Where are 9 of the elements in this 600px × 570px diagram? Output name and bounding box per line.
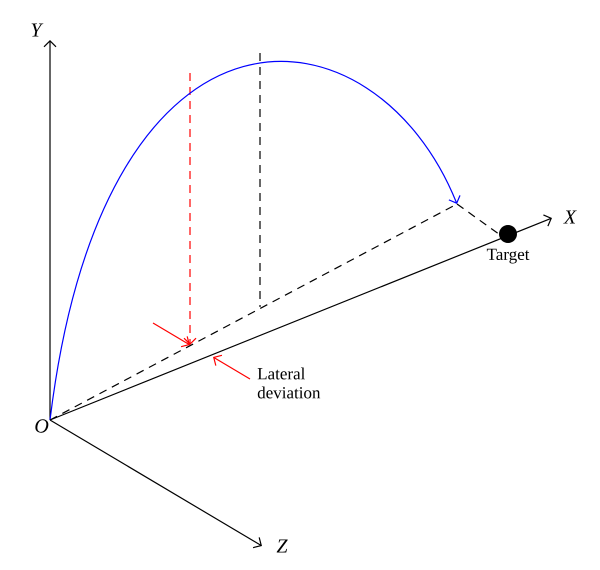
target-label: Target — [486, 248, 530, 264]
axis-label: Z — [276, 539, 288, 553]
dashed-line — [456, 204, 500, 234]
axis-label: X — [563, 210, 577, 224]
annotation-text: Lateral deviation — [258, 368, 320, 398]
trajectory-curve — [49, 61, 461, 420]
origin-label: O — [35, 419, 48, 433]
target-dot — [499, 225, 517, 243]
axis-label: Y — [32, 23, 44, 37]
